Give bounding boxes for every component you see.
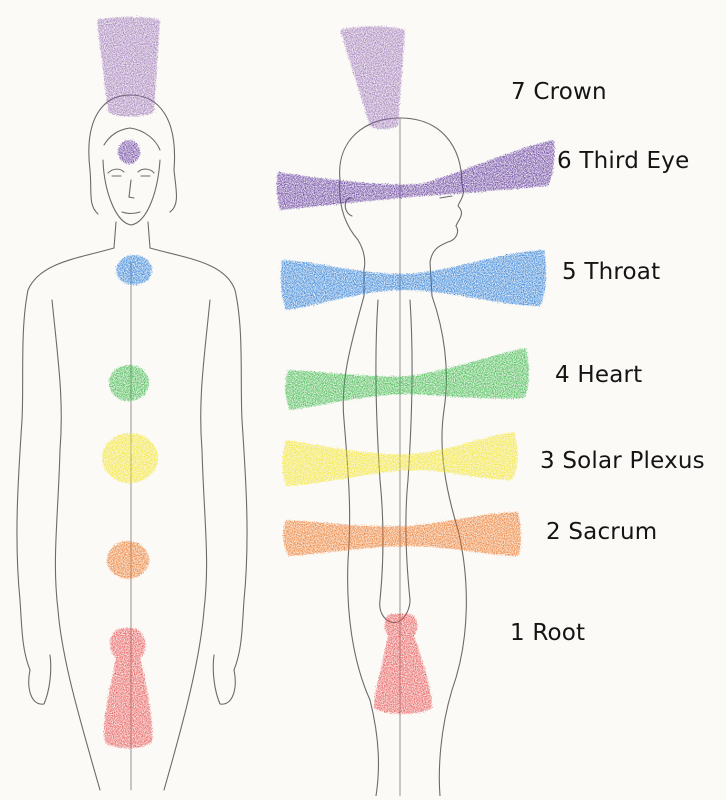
chakra-label-third-eye: 6 Third Eye: [557, 148, 689, 174]
front-throat-mark: [116, 255, 152, 285]
front-root-mark: [104, 628, 152, 748]
chakra-label-throat: 5 Throat: [562, 259, 660, 285]
chakra-label-root: 1 Root: [510, 620, 585, 646]
side-throat-mark: [281, 250, 546, 310]
side-sacrum-mark: [283, 512, 521, 556]
chakra-label-sacrum: 2 Sacrum: [546, 519, 657, 545]
front-solar-plexus-mark: [102, 433, 158, 483]
side-crown-mark: [340, 26, 405, 129]
front-sacrum-mark: [107, 541, 149, 579]
chakra-label-heart: 4 Heart: [555, 362, 642, 388]
front-third-eye-mark: [118, 140, 140, 164]
chakra-label-crown: 7 Crown: [511, 79, 607, 105]
front-heart-mark: [109, 365, 149, 401]
front-crown-mark: [97, 17, 160, 117]
side-heart-mark: [285, 348, 529, 410]
chakra-label-solar-plexus: 3 Solar Plexus: [540, 448, 705, 474]
side-third-eye-mark: [277, 140, 555, 210]
side-root-mark: [374, 614, 432, 714]
